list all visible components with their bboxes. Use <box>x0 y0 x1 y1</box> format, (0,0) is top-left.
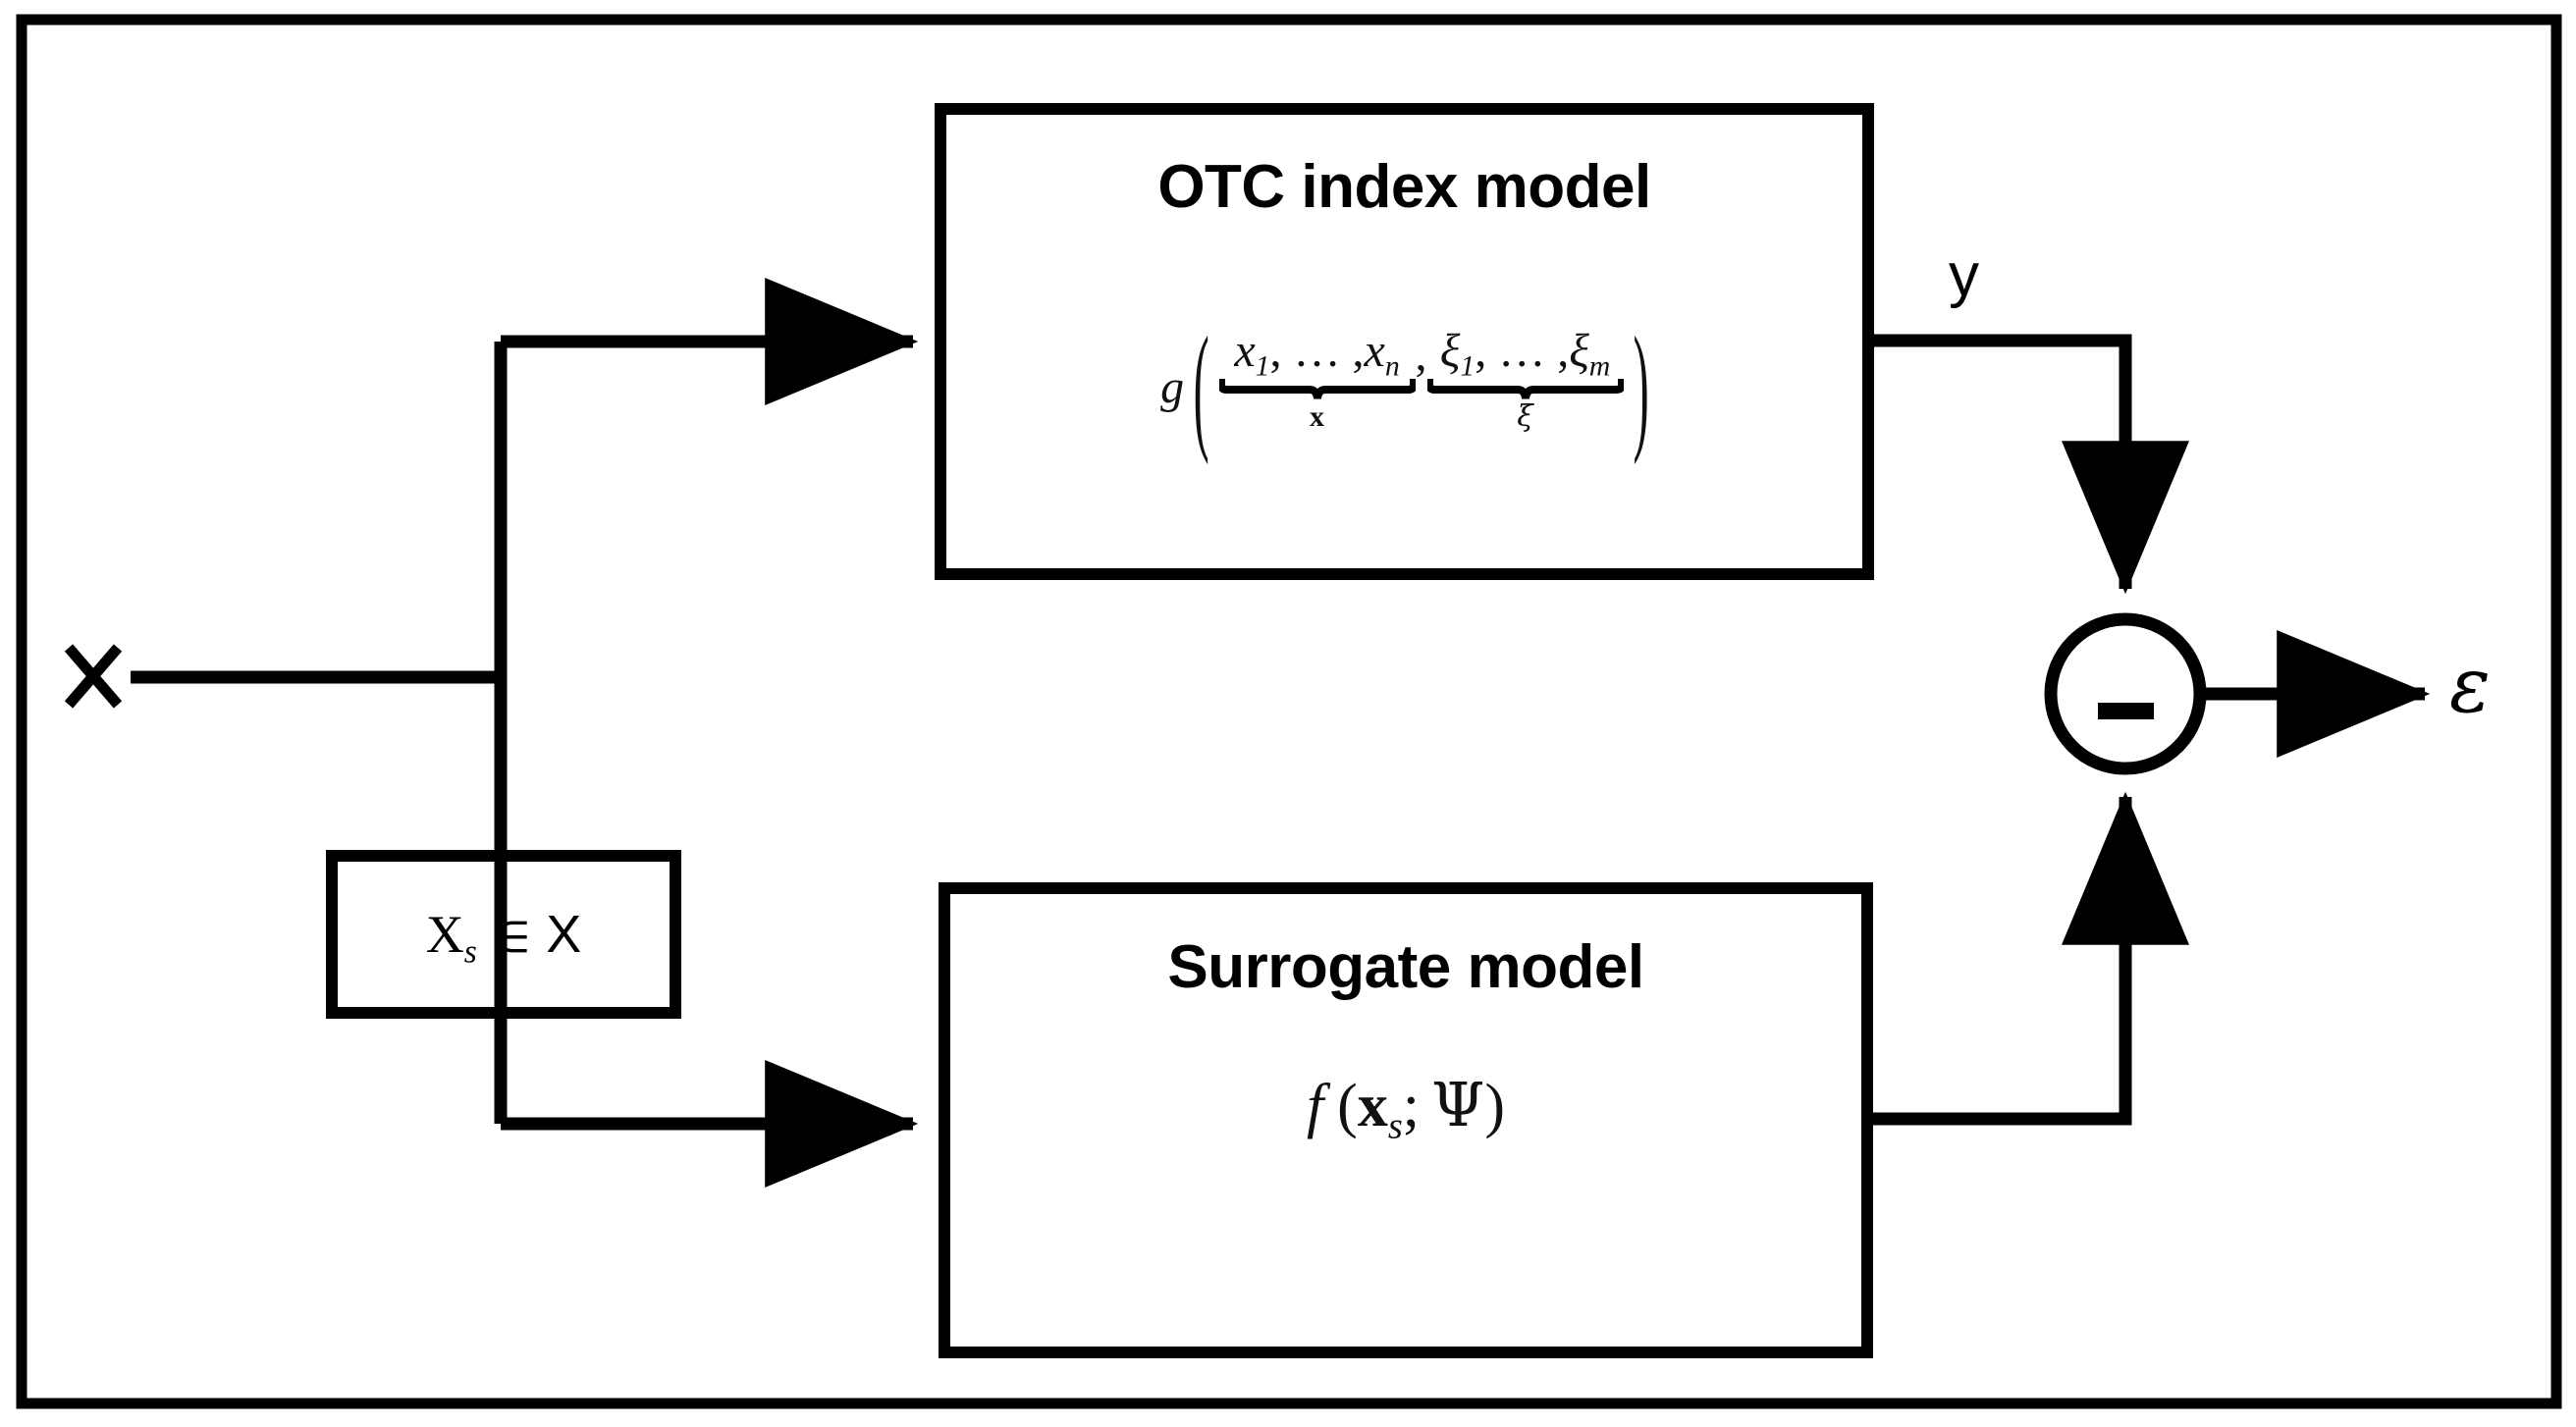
open-paren-icon: ( <box>1193 306 1209 465</box>
surrogate-param-psi: Ψ <box>1431 1069 1485 1140</box>
subset-var-X: X <box>425 905 464 964</box>
xi-last: ξ <box>1569 325 1589 377</box>
surrogate-close-paren-icon: ) <box>1484 1073 1506 1139</box>
x-first: x <box>1234 325 1256 377</box>
underbrace-group-x: x1, … ,xn x <box>1218 325 1416 433</box>
surrogate-open-paren-icon: ( <box>1337 1073 1358 1139</box>
surrogate-model-title: Surrogate model <box>1167 933 1644 1001</box>
close-paren-icon: ) <box>1633 306 1649 465</box>
x-ellipsis: , … , <box>1269 325 1365 377</box>
underbrace-x-label: x <box>1310 400 1324 433</box>
surrogate-model-box <box>939 882 1873 1358</box>
xi-first-sub: 1 <box>1460 349 1476 383</box>
xi-first: ξ <box>1439 325 1461 377</box>
otc-index-model-title: OTC index model <box>1157 153 1651 221</box>
underbrace-xi-icon <box>1426 377 1624 402</box>
signal-label-epsilon: ε <box>2449 642 2491 730</box>
x-last-sub: n <box>1384 349 1400 383</box>
surrogate-arg-x: x <box>1357 1073 1388 1139</box>
underbrace-xi-label: ξ <box>1517 399 1533 434</box>
wire-surrogate-output <box>1867 791 2189 1126</box>
minus-sign-glyph <box>2098 703 2154 719</box>
x-first-sub: 1 <box>1255 349 1270 383</box>
wire-otc-output-y <box>1868 334 2189 595</box>
formula-function-g: g <box>1160 360 1185 413</box>
subset-var-sub: s <box>463 933 477 971</box>
formula-separator-comma: , <box>1415 329 1427 381</box>
signal-label-y: y <box>1949 241 1979 309</box>
subset-box-expression: Xs ∈ X <box>332 905 675 969</box>
underbrace-group-xi: ξ1, … ,ξm ξ <box>1426 325 1624 434</box>
element-of-icon: ∈ <box>492 913 531 963</box>
underbrace-x-icon <box>1218 377 1416 402</box>
summing-junction-circle <box>2044 612 2207 775</box>
xi-ellipsis: , … , <box>1475 325 1570 377</box>
input-x-glyph <box>64 644 123 709</box>
x-last: x <box>1364 325 1385 377</box>
surrogate-model-formula: f(xs;Ψ) <box>944 1073 1867 1145</box>
surrogate-semicolon: ; <box>1402 1073 1421 1139</box>
xi-last-sub: m <box>1588 349 1611 383</box>
otc-index-model-box <box>935 103 1874 580</box>
subset-set-X: X <box>546 905 582 964</box>
otc-index-model-formula: g ( x1, … ,xn x , ξ1, … ,ξm <box>940 314 1868 456</box>
surrogate-arg-sub: s <box>1387 1105 1403 1147</box>
formula-function-f: f <box>1306 1073 1324 1139</box>
